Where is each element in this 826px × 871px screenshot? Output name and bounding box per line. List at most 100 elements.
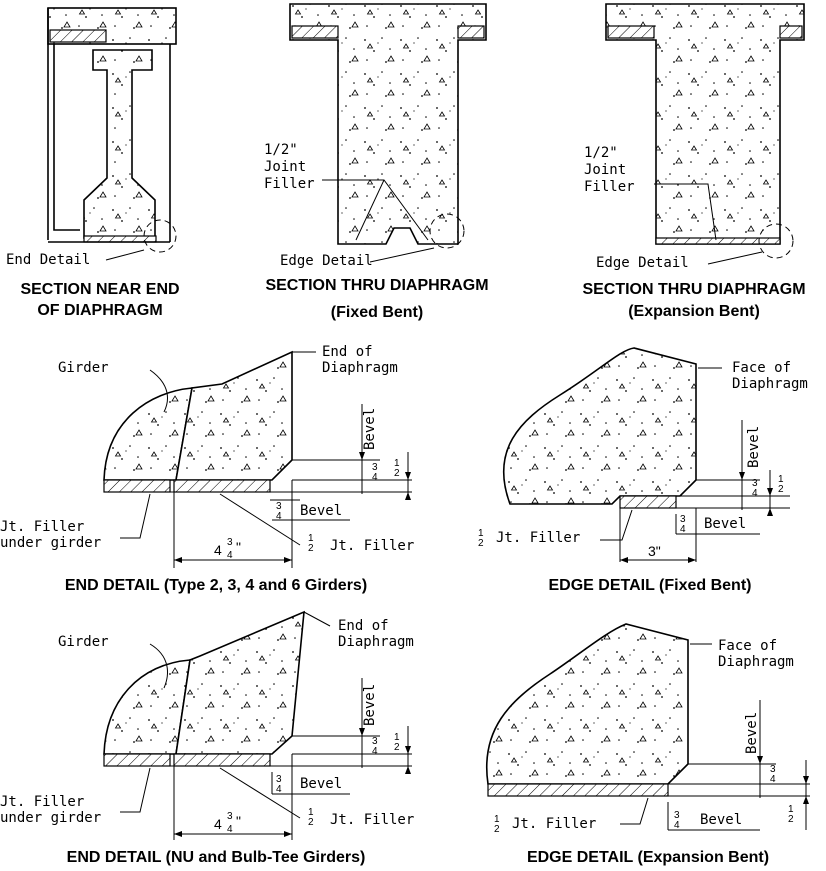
edge-fixed-face-2: Diaphragm: [732, 376, 808, 392]
expansion-edge-leader: [707, 251, 763, 265]
end-detail-1-jt-den: 2: [308, 543, 314, 554]
end-detail-2-bevel-den: 4: [372, 746, 378, 757]
edge-expansion-face-2: Diaphragm: [718, 654, 794, 670]
end-detail-1-bevel-den: 4: [372, 472, 378, 483]
end-detail-bevel-v-arrow: [359, 452, 365, 460]
end-detail-2-diaphragm-body: [175, 610, 305, 755]
end-detail-circle: [143, 219, 177, 253]
expansion-edge-callout: Edge Detail: [596, 255, 689, 271]
diaphragm-inner-edge: [53, 44, 80, 231]
end-detail-1-end-1: End of: [322, 344, 373, 360]
end-detail-1-width-den: 4: [227, 550, 233, 561]
end-detail-2-width-whole: 4: [214, 816, 222, 832]
end-detail-2-bevel-v: Bevel: [362, 684, 378, 726]
end-detail-1-title: END DETAIL (Type 2, 3, 4 and 6 Girders): [65, 577, 367, 594]
expansion-pad-right: [779, 25, 803, 39]
edge-fixed-title: EDGE DETAIL (Fixed Bent): [549, 577, 752, 594]
end-detail-callout: End Detail: [6, 252, 90, 268]
section-near-end: End Detail SECTION NEAR END OF DIAPHRAGM: [6, 7, 180, 319]
section-fixed-title-1: SECTION THRU DIAPHRAGM: [265, 277, 488, 294]
end-detail-jt-filler-leader: [219, 493, 301, 546]
section-expansion-title-2: (Expansion Bent): [628, 303, 760, 320]
edge-fixed-diaphragm-body: [502, 347, 697, 505]
fixed-pad-left: [291, 25, 339, 39]
edge-fixed-width: 3": [648, 543, 661, 559]
end-detail-1-half-num: 1: [394, 458, 400, 469]
edge-expansion-jt-den: 2: [494, 824, 500, 835]
edge-fixed-jt-leader: [600, 509, 633, 541]
edge-expansion-bevel-den: 4: [770, 774, 776, 785]
edge-fixed-hbevel-num: 3: [680, 514, 686, 525]
end-detail-2-bevel-v-arrow: [359, 728, 365, 736]
end-detail-2-width-num: 3: [227, 811, 233, 822]
edge-expansion-jt-num: 1: [494, 814, 500, 825]
diaphragm-expansion: [605, 3, 805, 245]
edge-expansion-hbevel-den: 4: [674, 820, 680, 831]
edge-fixed-jt-filler: Jt. Filler: [496, 530, 580, 546]
end-detail-2-width-den: 4: [227, 824, 233, 835]
edge-fixed-half-num: 1: [778, 474, 784, 485]
end-detail-diaphragm-body: [175, 350, 293, 481]
end-detail-2-girder-label: Girder: [58, 634, 109, 650]
fixed-note-1: 1/2": [264, 142, 298, 158]
expansion-note-2: Joint: [584, 162, 626, 178]
end-detail-2-hbevel-num: 3: [276, 774, 282, 785]
fixed-pad-right: [457, 25, 485, 39]
end-detail-2-joint-filler: [173, 753, 271, 767]
expansion-pad-left: [607, 25, 655, 39]
end-detail-1-girder-label: Girder: [58, 360, 109, 376]
end-detail-1-hbevel-num: 3: [276, 501, 282, 512]
edge-fixed-jt-den: 2: [478, 538, 484, 549]
section-near-end-title-2: OF DIAPHRAGM: [37, 302, 162, 319]
end-detail-2-girder-body: [103, 659, 191, 755]
edge-expansion-jt-leader: [620, 797, 649, 825]
edge-fixed-bevel-den: 4: [752, 488, 758, 499]
end-detail-1-filler-1: Jt. Filler: [0, 519, 84, 535]
end-detail-2-bevel-h: Bevel: [300, 776, 342, 792]
edge-fixed-joint-filler: [619, 495, 677, 509]
edge-expansion-bevel-v: Bevel: [744, 712, 760, 754]
end-detail-2-girder-leader: [149, 643, 168, 689]
end-detail-2-filler-under-girder: [103, 753, 171, 767]
edge-expansion-face-1: Face of: [718, 638, 777, 654]
expansion-joint-filler: [655, 237, 781, 245]
end-detail-2-end-1: End of: [338, 618, 389, 634]
edge-expansion-bevel-num: 3: [770, 764, 776, 775]
edge-expansion-jt-filler: Jt. Filler: [512, 816, 596, 832]
end-detail-1-bevel-h: Bevel: [300, 503, 342, 519]
end-detail-2-under-girder-leader: [120, 767, 151, 813]
end-detail-1-jt-filler: Jt. Filler: [330, 538, 414, 554]
edge-fixed-width-arrows: [620, 557, 696, 563]
end-detail-under-girder-leader: [120, 493, 151, 539]
edge-fixed-jt-num: 1: [478, 528, 484, 539]
end-detail-2-end-leader: [303, 611, 331, 627]
end-detail-2-filler-2: under girder: [0, 810, 101, 826]
expansion-note-3: Filler: [584, 179, 635, 195]
end-detail-2-jt-den: 2: [308, 817, 314, 828]
edge-detail-expansion: Face of Diaphragm Bevel Bevel Jt. Filler…: [486, 623, 810, 866]
end-detail-girder-leader: [149, 369, 168, 413]
edge-fixed-bevel-v-arrow: [739, 472, 745, 480]
expansion-edge-circle: [758, 223, 794, 259]
end-detail-2-half-num: 1: [394, 732, 400, 743]
end-detail-2-end-2: Diaphragm: [338, 634, 414, 650]
edge-expansion-diaphragm-body: [486, 623, 689, 785]
bearing-pad-top: [49, 29, 107, 43]
end-detail-2-half-den: 2: [394, 742, 400, 753]
end-detail-1-bevel-v: Bevel: [362, 408, 378, 450]
edge-fixed-hbevel-den: 4: [680, 524, 686, 535]
end-detail-1-filler-2: under girder: [0, 535, 101, 551]
edge-fixed-half-den: 2: [778, 484, 784, 495]
fixed-note-3: Filler: [264, 176, 315, 192]
end-detail-1-end-2: Diaphragm: [322, 360, 398, 376]
section-fixed-bent: 1/2" Joint Filler Edge Detail SECTION TH…: [264, 3, 489, 321]
edge-expansion-half-num: 1: [788, 804, 794, 815]
end-detail-2-jt-num: 1: [308, 807, 314, 818]
end-detail-1-width-inch: ": [236, 539, 241, 555]
end-detail-1-width-whole: 4: [214, 542, 222, 558]
edge-expansion-bevel-v-arrow: [757, 756, 763, 764]
end-detail-1-width-num: 3: [227, 537, 233, 548]
fixed-edge-callout: Edge Detail: [280, 253, 373, 269]
edge-expansion-bevel-h: Bevel: [700, 812, 742, 828]
